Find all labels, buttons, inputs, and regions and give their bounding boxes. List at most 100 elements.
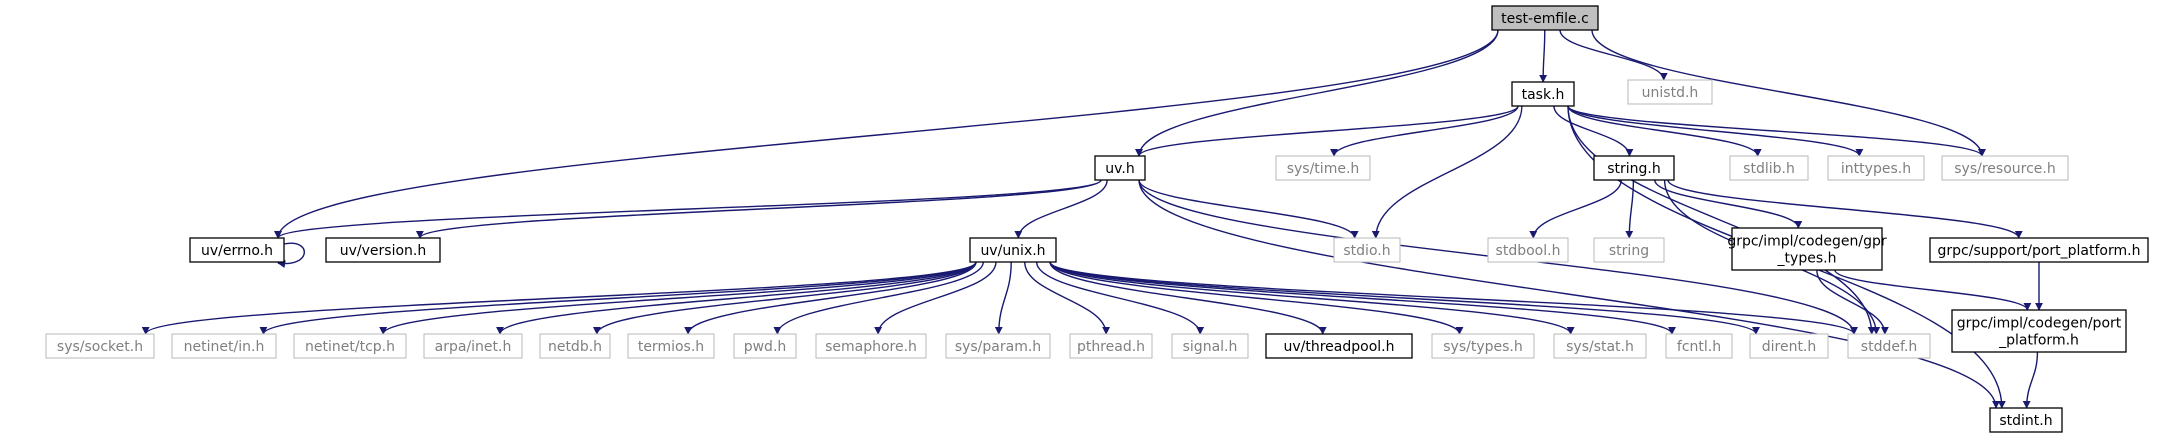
node-label: semaphore.h [825, 339, 917, 355]
node-sys-resource-h[interactable]: sys/resource.h [1941, 155, 2069, 181]
node-label: grpc/support/port_platform.h [1938, 243, 2141, 259]
node-label: stdint.h [1999, 413, 2052, 429]
edge-uv_h-to-stdint_h [1138, 179, 2000, 409]
edge-task_h-to-uv_h [1135, 105, 1519, 157]
node-box [815, 333, 927, 359]
edge-task_h-to-stddef_h [1567, 105, 1876, 335]
node-box [1275, 155, 1371, 181]
node-semaphore-h[interactable]: semaphore.h [815, 333, 927, 359]
node-sys-time-h[interactable]: sys/time.h [1275, 155, 1371, 181]
node-stdbool-h[interactable]: stdbool.h [1487, 237, 1569, 263]
edge-uv_unix_h-to-sys_types_h [1049, 261, 1464, 335]
node-signal-h[interactable]: signal.h [1171, 333, 1249, 359]
edge-uv_unix_h-to-sys_socket_h [141, 261, 977, 335]
node-termios-h[interactable]: termios.h [627, 333, 715, 359]
node-uv-threadpool-h[interactable]: uv/threadpool.h [1265, 333, 1413, 359]
edge-grpc_gpr_types_h-to-grpc_codegen_port_platform_h [1834, 269, 2032, 311]
node-box [1731, 227, 1883, 271]
edge-uv_unix_h-to-uv_threadpool_h [1049, 261, 1327, 335]
node-label: sys/types.h [1443, 339, 1522, 355]
node-uv-version-h[interactable]: uv/version.h [325, 237, 441, 263]
edge-test_emfile_c-to-uv_errno_h [274, 29, 1499, 239]
node-box [325, 237, 441, 263]
node-label: uv/version.h [340, 243, 426, 259]
node-uv-errno-h[interactable]: uv/errno.h [189, 237, 285, 263]
edge-string_h-to-grpc_support_port_platform_h [1667, 179, 2023, 239]
node-sys-stat-h[interactable]: sys/stat.h [1553, 333, 1647, 359]
node-box [1729, 155, 1809, 181]
node-label: uv/unix.h [980, 243, 1045, 259]
node-box [1171, 333, 1249, 359]
edge-uv_unix_h-to-termios_h [684, 261, 977, 335]
edge-uv_unix_h-to-pwd_h [773, 261, 984, 335]
edge-uv_unix_h-to-sys_stat_h [1049, 261, 1575, 335]
node-arpa-inet-h[interactable]: arpa/inet.h [423, 333, 523, 359]
edge-task_h-to-string_h [1553, 105, 1634, 157]
node-label: test-emfile.c [1501, 11, 1589, 27]
node-label: grpc/impl/codegen/gpr [1727, 234, 1887, 250]
node-string-h[interactable]: string.h [1593, 155, 1675, 181]
node-label: pwd.h [744, 339, 787, 355]
node-stdio-h[interactable]: stdio.h [1333, 237, 1401, 263]
node-label: string.h [1607, 161, 1661, 177]
node-box [1487, 237, 1569, 263]
node-box [539, 333, 611, 359]
node-label: sys/socket.h [57, 339, 143, 355]
edge-uv_unix_h-to-stddef_h [1049, 261, 1858, 335]
node-netinet-tcp-h[interactable]: netinet/tcp.h [293, 333, 407, 359]
node-grpc-support-port-platform-h[interactable]: grpc/support/port_platform.h [1929, 237, 2149, 263]
edge-string_h-to-string [1625, 179, 1635, 239]
node-label: sys/resource.h [1954, 161, 2055, 177]
node-box [1989, 407, 2063, 433]
node-stddef-h[interactable]: stddef.h [1847, 333, 1931, 359]
node-label: fcntl.h [1677, 339, 1721, 355]
node-pthread-h[interactable]: pthread.h [1069, 333, 1153, 359]
edge-uv_unix_h-to-signal_h [1035, 261, 1205, 335]
node-label: unistd.h [1642, 85, 1699, 101]
node-uv-h[interactable]: uv.h [1094, 155, 1146, 181]
node-grpc-codegen-port-platform-h[interactable]: grpc/impl/codegen/port_platform.h [1951, 309, 2127, 353]
edge-test_emfile_c-to-task_h [1539, 29, 1548, 83]
edge-task_h-to-inttypes_h [1567, 105, 1864, 157]
node-stdint-h[interactable]: stdint.h [1989, 407, 2063, 433]
node-unistd-h[interactable]: unistd.h [1627, 79, 1713, 105]
node-dirent-h[interactable]: dirent.h [1749, 333, 1829, 359]
node-box [189, 237, 285, 263]
node-box [1593, 237, 1665, 263]
node-label: grpc/impl/codegen/port [1957, 316, 2122, 332]
node-pwd-h[interactable]: pwd.h [733, 333, 797, 359]
node-box [945, 333, 1051, 359]
edge-uv_unix_h-to-netinet_in_h [259, 261, 977, 335]
node-box [1627, 79, 1713, 105]
node-label: _platform.h [1998, 333, 2079, 349]
edge-uv_unix_h-to-netdb_h [592, 261, 977, 335]
node-box [1665, 333, 1733, 359]
edge-uv_h-to-uv_errno_h [274, 179, 1102, 239]
node-uv-unix-h[interactable]: uv/unix.h [969, 237, 1057, 263]
node-sys-socket-h[interactable]: sys/socket.h [45, 333, 155, 359]
node-box [1511, 81, 1575, 107]
node-stdlib-h[interactable]: stdlib.h [1729, 155, 1809, 181]
node-grpc-gpr-types-h[interactable]: grpc/impl/codegen/gpr_types.h [1727, 227, 1887, 271]
node-sys-param-h[interactable]: sys/param.h [945, 333, 1051, 359]
edge-uv_unix_h-to-pthread_h [1024, 261, 1111, 335]
node-box [1593, 155, 1675, 181]
node-netinet-in-h[interactable]: netinet/in.h [171, 333, 277, 359]
node-label: sys/stat.h [1566, 339, 1634, 355]
node-label: sys/param.h [955, 339, 1041, 355]
node-label: task.h [1522, 87, 1565, 103]
node-string[interactable]: string [1593, 237, 1665, 263]
node-box [733, 333, 797, 359]
node-netdb-h[interactable]: netdb.h [539, 333, 611, 359]
node-fcntl-h[interactable]: fcntl.h [1665, 333, 1733, 359]
node-box [1265, 333, 1413, 359]
node-label: inttypes.h [1841, 161, 1911, 177]
edge-uv_h-to-uv_unix_h [1014, 179, 1108, 239]
node-test-emfile-c[interactable]: test-emfile.c [1491, 5, 1599, 31]
node-box [1847, 333, 1931, 359]
node-sys-types-h[interactable]: sys/types.h [1431, 333, 1535, 359]
node-task-h[interactable]: task.h [1511, 81, 1575, 107]
node-inttypes-h[interactable]: inttypes.h [1827, 155, 1925, 181]
node-label: dirent.h [1762, 339, 1817, 355]
node-box [1333, 237, 1401, 263]
